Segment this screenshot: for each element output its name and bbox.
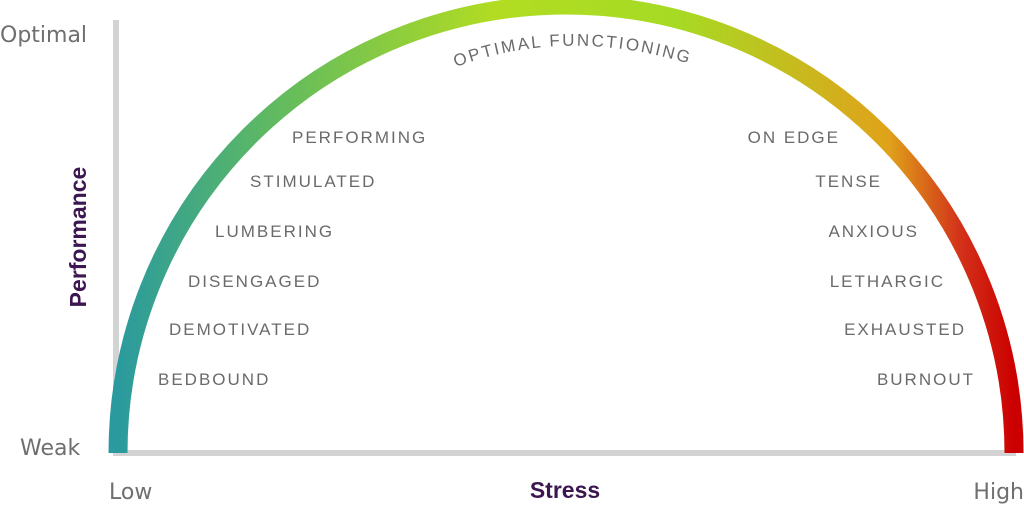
x-axis-right-label: High [973, 480, 1024, 505]
y-axis-title: Performance [65, 167, 91, 308]
left-state-label: BEDBOUND [158, 370, 270, 389]
x-axis-title: Stress [530, 477, 600, 503]
right-state-label: ANXIOUS [828, 222, 919, 241]
right-state-label: BURNOUT [877, 370, 975, 389]
performance-curve [108, 0, 1024, 454]
right-state-label: TENSE [815, 172, 882, 191]
right-state-label: EXHAUSTED [844, 320, 966, 339]
left-state-label: STIMULATED [250, 172, 376, 191]
left-state-label: DISENGAGED [188, 272, 321, 291]
right-state-label: ON EDGE [748, 128, 840, 147]
left-state-label: PERFORMING [292, 128, 427, 147]
left-state-label: LUMBERING [215, 222, 334, 241]
right-state-label: LETHARGIC [830, 272, 945, 291]
y-axis-top-label: Optimal [0, 23, 87, 48]
peak-label: OPTIMAL FUNCTIONING [451, 31, 694, 71]
y-axis-bottom-label: Weak [20, 436, 80, 461]
x-axis-left-label: Low [109, 480, 152, 505]
left-state-label: DEMOTIVATED [169, 320, 311, 339]
